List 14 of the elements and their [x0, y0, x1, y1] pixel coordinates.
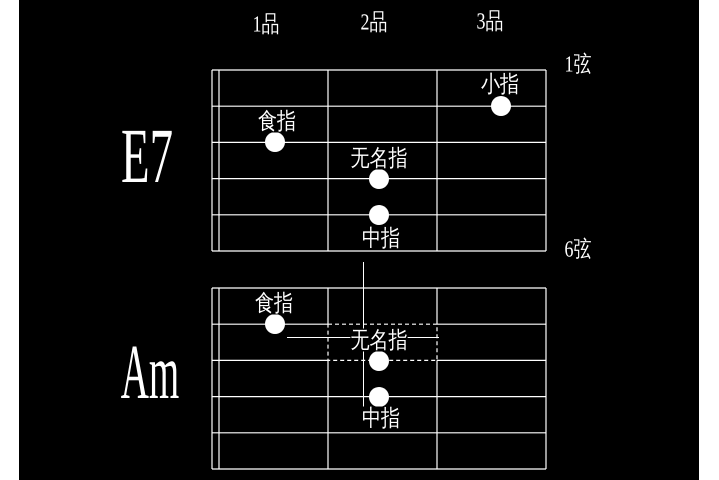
finger-label: 无名指 [350, 146, 408, 170]
finger-label: 中指 [362, 406, 400, 430]
finger-label: 食指 [254, 292, 294, 314]
finger-label: 中指 [362, 226, 400, 250]
fret-label: 1品 [252, 12, 280, 36]
finger-label: 食指 [258, 110, 296, 132]
fret-label: 2品 [360, 10, 388, 34]
chord-name: E7 [121, 126, 173, 186]
finger-label: 无名指 [350, 328, 408, 352]
string-label: 6弦 [564, 238, 592, 260]
fret-label: 3品 [476, 10, 504, 32]
finger-label: 小指 [480, 72, 520, 96]
string-label: 1弦 [564, 52, 592, 76]
chord-name: Am [120, 342, 180, 402]
